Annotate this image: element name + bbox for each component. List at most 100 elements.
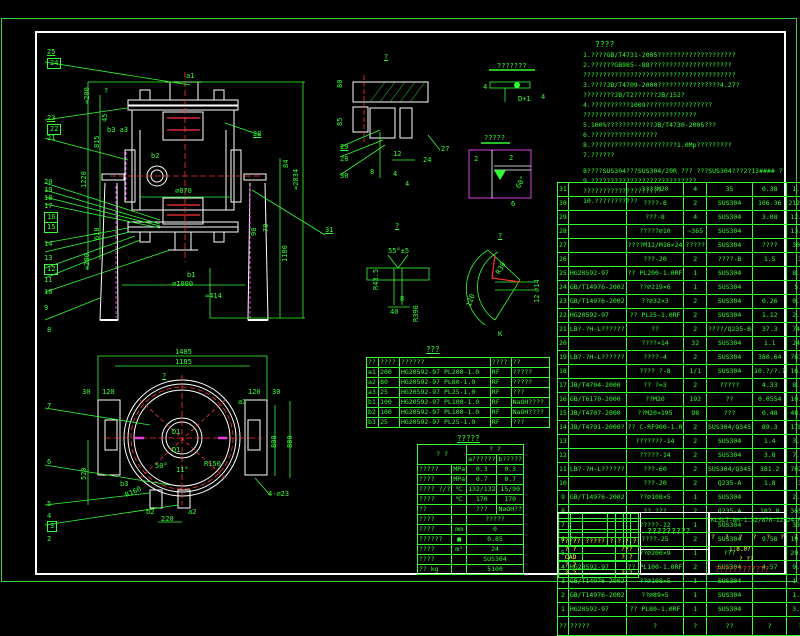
technical-notes-title: ???? xyxy=(595,40,783,50)
parts-cell: 2 xyxy=(684,435,707,449)
parts-cell: 7.78 xyxy=(787,449,800,463)
parts-cell: 10.64 xyxy=(787,393,800,407)
parts-cell xyxy=(568,225,626,239)
signature-role: ? ? xyxy=(559,546,583,554)
parts-cell: 3.08 xyxy=(753,211,787,225)
parts-cell: 12 xyxy=(558,449,569,463)
parts-cell: 13 xyxy=(558,435,569,449)
parts-cell: SUS304 xyxy=(707,337,753,351)
detail-4-dim-40: 40 xyxy=(390,308,398,317)
revision-header-cell: ?? xyxy=(571,538,583,546)
parts-cell: 1 xyxy=(684,603,707,617)
spec-cell: 5100 xyxy=(467,565,524,575)
parts-cell: SUS304 xyxy=(707,449,753,463)
revision-cell xyxy=(608,514,616,522)
spec-cell xyxy=(452,565,467,575)
parts-cell: JB/T4707-2000 xyxy=(568,407,626,421)
parts-cell: SUS304 xyxy=(707,309,753,323)
spec-cell xyxy=(452,505,467,515)
dim-d1000: ⌀1000 xyxy=(172,280,193,289)
revision-cell xyxy=(583,522,608,530)
signature-row: ? ? ? ? xyxy=(559,570,639,578)
parts-cell: 4 xyxy=(684,211,707,225)
parts-cell xyxy=(753,225,787,239)
parts-cell: ? xyxy=(787,617,800,636)
spec-cell: 0.7 xyxy=(467,475,497,485)
spec-cell: ????? xyxy=(418,465,452,475)
parts-cell: GB/T14976-2002 xyxy=(568,295,626,309)
parts-cell: ??⌀108×5 xyxy=(626,491,684,505)
revision-header-cell: ????? xyxy=(583,538,608,546)
note-line: 2.??????GB985--88????????????????????? xyxy=(583,60,783,70)
leader-15: 15 xyxy=(44,222,58,233)
parts-cell: ?? PL25-1.0RF xyxy=(626,309,684,323)
nozzle-cell: ???? xyxy=(379,358,400,368)
leader-12: 12 xyxy=(44,264,58,275)
nozzle-cell: NaOH???? xyxy=(511,408,549,418)
parts-cell: 15 xyxy=(558,407,569,421)
nozzle-b3-a3-label: b3 a3 xyxy=(107,126,128,135)
parts-cell xyxy=(753,281,787,295)
revision-cell xyxy=(559,514,571,522)
spec-cell: 0.85 xyxy=(467,535,524,545)
parts-cell: ????? xyxy=(684,239,707,253)
dim-200-bottom: ≈200 xyxy=(83,253,92,270)
revision-table: ?????????????? ? ???CAD ? ?? ? ? ? ? ? xyxy=(558,513,639,578)
leader-31: 31 xyxy=(325,226,333,235)
parts-cell: 24.2 xyxy=(787,337,800,351)
parts-cell: SUS304 xyxy=(707,225,753,239)
parts-cell: LB?-?H-L?????? xyxy=(568,323,626,337)
nozzle-cell: b2 xyxy=(367,408,379,418)
parts-cell: 2 xyxy=(684,421,707,435)
nozzle-a2-plan: a2 xyxy=(188,508,196,517)
parts-cell: ?? xyxy=(707,617,753,636)
parts-cell: 12.36 xyxy=(787,211,800,225)
dim-520: 520 xyxy=(80,467,89,480)
revision-header-cell: ? xyxy=(631,538,639,546)
parts-cell: 2 xyxy=(684,323,707,337)
parts-cell: ??⌀89×5 xyxy=(626,589,684,603)
dim-120-right: 120 xyxy=(248,388,261,397)
parts-cell: 9.14 xyxy=(787,561,800,575)
parts-cell xyxy=(753,603,787,617)
parts-cell: ?????⌀10 xyxy=(626,225,684,239)
nozzle-cell: a2 xyxy=(367,378,379,388)
signature-date: ? ? xyxy=(615,554,638,562)
dim-200-top: ≈200 xyxy=(83,87,92,104)
parts-cell: 20 xyxy=(558,337,569,351)
parts-cell: 35 xyxy=(707,183,753,197)
parts-cell: 2.24 xyxy=(787,309,800,323)
spec-cell: 0.3 xyxy=(467,465,497,475)
parts-cell: 2 xyxy=(684,379,707,393)
parts-cell: 28 xyxy=(558,225,569,239)
nozzle-cell: RF xyxy=(490,408,511,418)
drawing-code: KLSL7-8H-1.32/870-12/24-0 xyxy=(711,516,800,525)
nozzle-cell: HG20592-97 PL25-1.0 xyxy=(399,418,490,428)
parts-cell: SUS304 xyxy=(707,365,753,379)
spec-cell: 0.3 xyxy=(497,465,523,475)
parts-cell: 37.3 xyxy=(753,323,787,337)
dim-70: 70 xyxy=(262,224,271,232)
detail-2-dim-d1: D+1 xyxy=(518,95,531,104)
parts-cell xyxy=(568,435,626,449)
spec-header-row: ? ?? ? xyxy=(418,445,524,455)
nozzle-cell: b1 xyxy=(367,398,379,408)
nozzle-cell: HG20592-97 PL100-1.0 xyxy=(399,408,490,418)
revision-cell xyxy=(571,514,583,522)
note-line: 8????SUS304???SUS304/20R ??? ???SUS304??… xyxy=(583,166,783,176)
leader-24: 24 xyxy=(47,58,61,69)
signature-role: CAD xyxy=(559,554,583,562)
note-line: 6.????????????????? xyxy=(583,130,783,140)
nozzle-cell: a3 xyxy=(367,388,379,398)
parts-cell: ? xyxy=(626,617,684,636)
leader-6: 6 xyxy=(47,458,51,467)
parts-cell: ??? xyxy=(707,407,753,421)
nozzle-cell: ????? xyxy=(511,368,549,378)
parts-cell: ???-60 xyxy=(626,463,684,477)
spec-cell: ■ xyxy=(452,535,467,545)
revision-cell xyxy=(608,530,616,538)
detail-1-dim-85: 85 xyxy=(336,118,345,126)
